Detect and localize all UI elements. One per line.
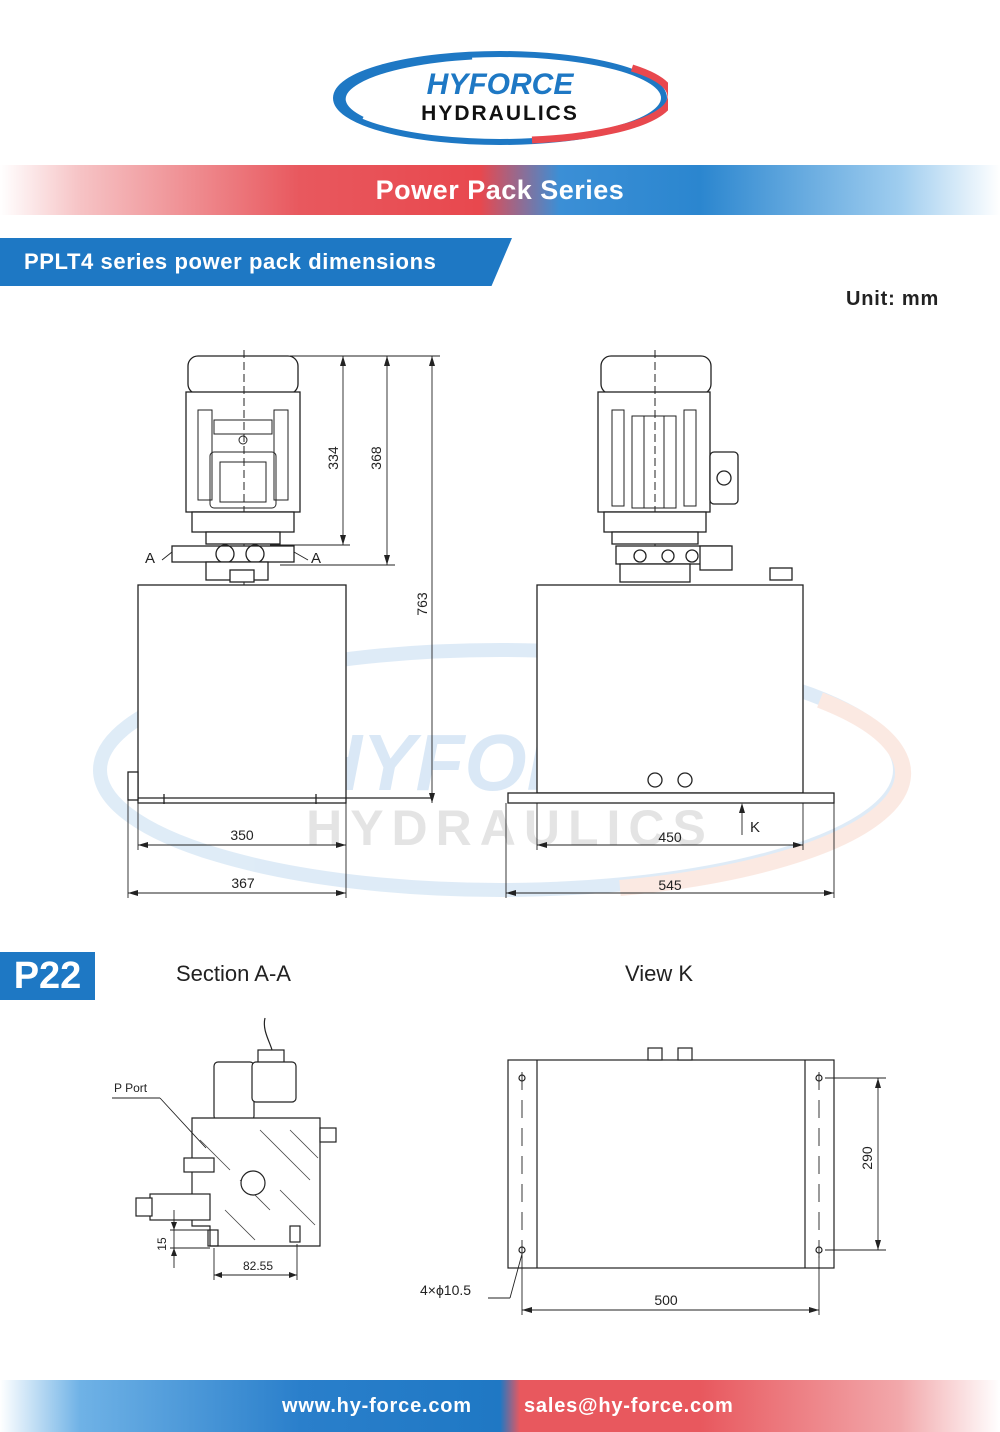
dim-500: 500 <box>654 1292 678 1308</box>
footer-website[interactable]: www.hy-force.com <box>282 1395 472 1417</box>
section-title: PPLT4 series power pack dimensions <box>24 249 437 274</box>
hyforce-logo: HYFORCE HYDRAULICS <box>333 51 668 145</box>
watermark-line2: HYDRAULICS <box>306 800 714 856</box>
view-k-drawing: 290 500 4×ϕ10.5 <box>420 1047 886 1315</box>
banner-bar <box>0 165 1000 215</box>
dim-763: 763 <box>414 592 430 616</box>
dim-290: 290 <box>859 1146 875 1170</box>
dim-82-55: 82.55 <box>243 1259 273 1273</box>
section-aa-title: Section A-A <box>176 961 291 986</box>
view-mark-k: K <box>750 819 760 836</box>
view-k-title: View K <box>625 961 694 986</box>
banner-title: Power Pack Series <box>375 175 625 205</box>
footer-email[interactable]: sales@hy-force.com <box>524 1395 734 1417</box>
dim-334: 334 <box>325 446 341 470</box>
page-badge: P22 <box>0 952 95 1000</box>
section-mark-left: A <box>145 550 155 567</box>
section-mark-right: A <box>311 550 321 567</box>
dim-367: 367 <box>231 875 255 891</box>
logo-line2: HYDRAULICS <box>421 102 579 125</box>
front-view: 334 368 763 350 367 A A <box>127 350 440 898</box>
p-port-label: P Port <box>114 1081 148 1095</box>
dim-15: 15 <box>155 1237 169 1251</box>
dim-350: 350 <box>230 827 254 843</box>
section-aa-drawing: P Port 15 82.55 <box>112 1017 337 1280</box>
dim-450: 450 <box>658 829 682 845</box>
side-view: 450 545 K <box>505 350 835 898</box>
logo-line1: HYFORCE <box>427 68 575 101</box>
unit-label: Unit: mm <box>846 288 940 310</box>
footer-bar <box>0 1380 1000 1432</box>
dim-545: 545 <box>658 877 682 893</box>
holes-label: 4×ϕ10.5 <box>420 1282 471 1298</box>
dim-368: 368 <box>368 446 384 470</box>
section-tab <box>0 238 512 286</box>
